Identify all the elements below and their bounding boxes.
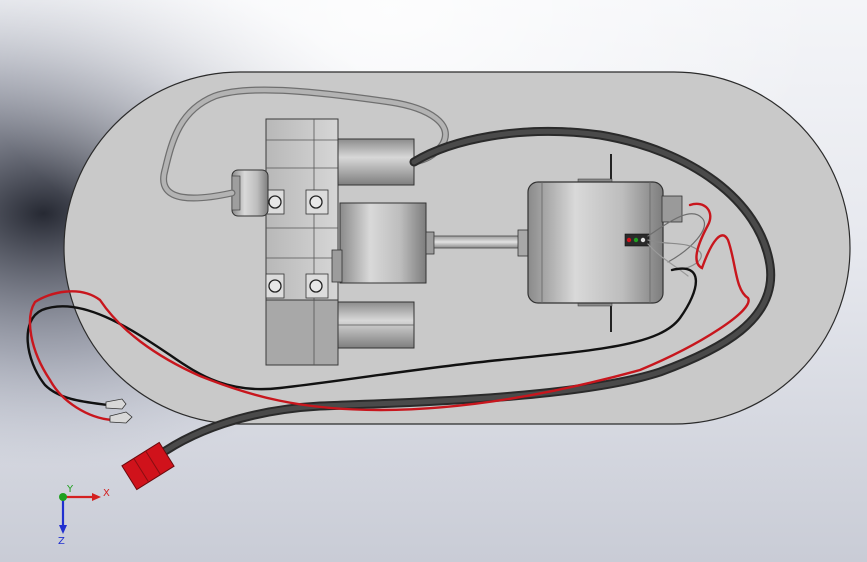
shaft-collar-right (517, 229, 529, 257)
y-axis-dot (59, 493, 67, 501)
z-axis-arrow (59, 525, 67, 534)
motor-lead-wires (647, 213, 705, 277)
black-wire-terminal (105, 398, 127, 410)
shaft-collar-left (425, 231, 435, 255)
bolt-top-left (265, 189, 285, 215)
bolt-top-right (305, 189, 329, 215)
terminal-red (626, 237, 632, 243)
drive-shaft[interactable] (425, 229, 529, 257)
pump-block-assembly[interactable] (231, 118, 427, 366)
plug-groove-2 (145, 450, 161, 475)
lead-wire-1 (647, 213, 705, 263)
y-axis-label: Y (66, 484, 74, 495)
pump-block-lower (265, 299, 339, 366)
shaft-rod (433, 235, 521, 249)
x-axis-label: X (103, 488, 110, 499)
plug-groove-1 (133, 458, 150, 483)
red-connector-plug[interactable] (121, 441, 175, 491)
terminal-green (633, 237, 639, 243)
terminal-white (640, 237, 646, 243)
upper-cylinder (337, 138, 415, 186)
black-wire[interactable] (26, 267, 698, 407)
lead-wire-2 (647, 239, 702, 271)
center-housing (339, 202, 427, 284)
motor-terminal-box (661, 195, 683, 223)
bolt-bottom-right (305, 273, 329, 299)
red-wire[interactable] (28, 202, 750, 422)
center-housing-flange (331, 249, 343, 283)
bolt-bottom-left (265, 273, 285, 299)
lead-wire-3 (647, 243, 689, 277)
x-axis-arrow (92, 493, 101, 501)
coordinate-triad: X Y Z (58, 484, 110, 547)
z-axis-label: Z (58, 536, 65, 547)
red-wire-terminal (109, 411, 133, 424)
